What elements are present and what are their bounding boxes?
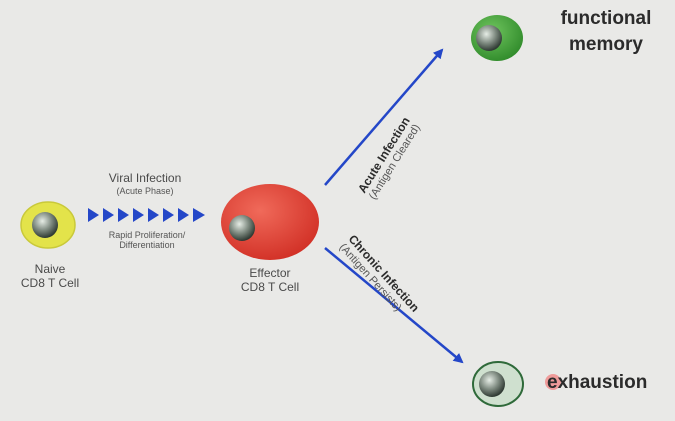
effector-cell-label-line2: CD8 T Cell: [240, 279, 300, 294]
effector-cell-label-line1: Effector: [249, 266, 291, 280]
viral-infection-title: Viral Infection: [108, 171, 182, 185]
proliferation-line1: Rapid Proliferation/: [108, 230, 186, 240]
proliferation-label: Rapid Proliferation/ Differentiation: [82, 230, 212, 251]
proliferation-arrow: [88, 208, 205, 222]
memory-outcome-line2: memory: [569, 33, 643, 55]
exhausted-cell: [472, 361, 524, 407]
acute-arrow: [324, 48, 444, 186]
exhaustion-outcome-label: exhaustion: [547, 372, 648, 393]
proliferation-line2: Differentiation: [119, 240, 175, 251]
chronic-arrow: [324, 247, 464, 364]
naive-cell-label: Naive CD8 T Cell: [10, 262, 90, 291]
exhaustion-highlight-blot: [545, 374, 561, 390]
memory-outcome-label: functional memory: [545, 6, 667, 57]
naive-cell-label-line1: Naive: [34, 262, 66, 276]
naive-cell: [20, 201, 76, 249]
memory-outcome-line1: functional: [560, 8, 652, 29]
memory-cell: [471, 15, 523, 61]
viral-infection-label: Viral Infection (Acute Phase): [80, 171, 210, 196]
effector-cell-label: Effector CD8 T Cell: [225, 266, 315, 295]
viral-infection-phase: (Acute Phase): [116, 185, 174, 196]
effector-cell: [221, 184, 319, 260]
naive-cell-label-line2: CD8 T Cell: [20, 275, 80, 290]
